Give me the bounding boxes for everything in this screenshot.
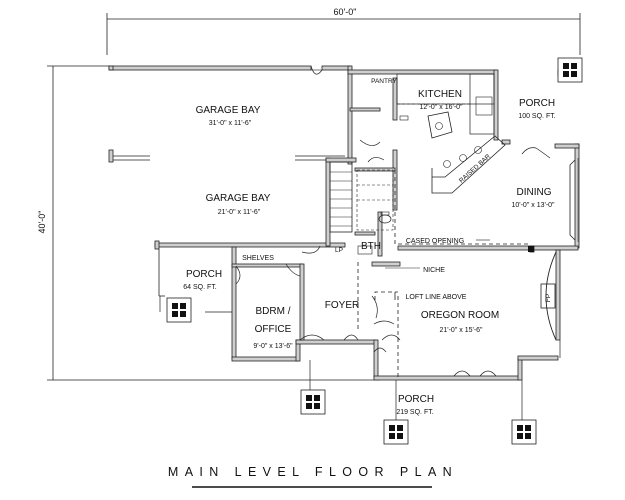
kitchen-island: [427, 111, 453, 139]
porch-rear-size: 100 SQ. FT.: [518, 113, 555, 120]
bedroom-size: 9'-0" x 13'-6": [253, 343, 293, 350]
dining-size: 10'-0" x 13'-0": [511, 202, 555, 209]
fireplace: [540, 251, 557, 341]
bath-name: BTH: [361, 241, 381, 252]
bedroom-foyer-walls: [231, 246, 559, 381]
porch-side-name: PORCH: [186, 269, 222, 280]
porch-side-size: 64 SQ. FT.: [183, 284, 217, 291]
house-walls: [325, 65, 580, 341]
bedroom-name-line1: BDRM /: [256, 306, 291, 317]
raised-bar: [431, 135, 506, 194]
porch-rear-name: PORCH: [519, 98, 555, 109]
lp-label: LP: [335, 247, 343, 254]
kitchen-name: KITCHEN: [418, 89, 462, 100]
porch-columns: [159, 296, 561, 420]
porch-front-size: 219 SQ. FT.: [396, 409, 433, 416]
fireplace-label: FP: [545, 294, 552, 302]
column-block-porch-rear: [557, 57, 583, 83]
column-block-porch-front-right: [511, 419, 537, 445]
garage-bay-2-size: 21'-0" x 11'-6": [218, 209, 261, 216]
garage-bay-2-name: GARAGE BAY: [206, 193, 271, 204]
raised-bar-label: RAISED BAR: [458, 153, 492, 185]
bath-fixtures: [357, 211, 392, 255]
loft-line-label: LOFT LINE ABOVE: [406, 294, 467, 301]
leader-lines: [385, 239, 490, 269]
kitchen-size: 12'-0" x 16'-0": [419, 104, 463, 111]
oregon-room-size: 21'-0" x 15'-6": [439, 327, 483, 334]
niche-label: NICHE: [423, 267, 445, 274]
foyer-name: FOYER: [325, 300, 359, 311]
width-dimension: 60'-0": [334, 7, 357, 17]
column-block-porch-front-mid: [383, 419, 409, 445]
dining-name: DINING: [517, 187, 552, 198]
loft-line: [374, 291, 398, 300]
garage-bay-1-size: 31'-0" x 11'-6": [209, 120, 252, 127]
porch-front-name: PORCH: [398, 394, 434, 405]
column-block-porch-front-left: [300, 389, 326, 415]
oregon-room-name: OREGON ROOM: [421, 310, 499, 321]
stairs: [329, 161, 394, 233]
doors: [235, 65, 551, 377]
garage-bay-1-name: GARAGE BAY: [196, 105, 261, 116]
column-block-porch-side: [166, 297, 192, 323]
depth-dimension-line: [47, 65, 380, 381]
pantry-name: PANTRY: [371, 78, 397, 85]
shelves-label: SHELVES: [242, 255, 274, 262]
garage-walls: [108, 65, 351, 250]
depth-dimension: 40'-0": [37, 211, 47, 234]
post-marker: [528, 246, 534, 252]
cased-opening-label: CASED OPENING: [406, 238, 464, 245]
kitchen-counters: [396, 73, 495, 135]
width-dimension-line: [106, 13, 581, 55]
dining-bay-window: [569, 158, 579, 242]
plan-title: MAIN LEVEL FLOOR PLAN: [168, 465, 458, 479]
bedroom-name-line2: OFFICE: [255, 324, 292, 335]
